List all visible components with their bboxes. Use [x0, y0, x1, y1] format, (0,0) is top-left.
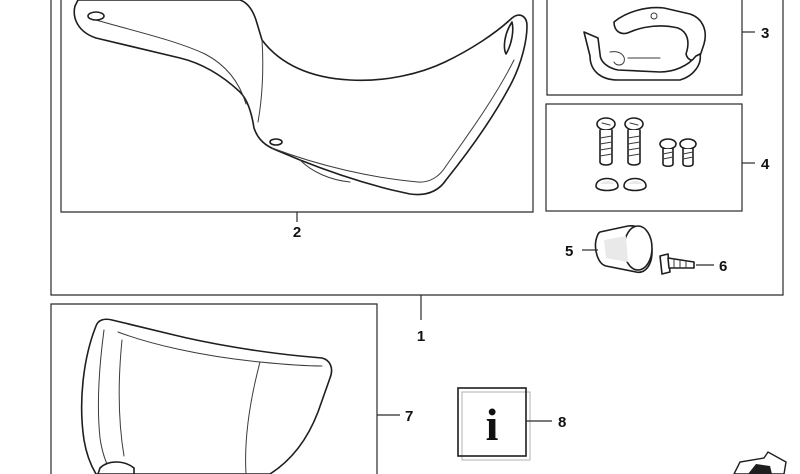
info-glyph: i [486, 399, 499, 450]
screw-set-drawing [595, 117, 697, 192]
screw-box [545, 103, 743, 212]
callout-2: 2 [293, 224, 301, 241]
next-page-arrow-icon [733, 451, 787, 474]
info-symbol-box: i [457, 387, 531, 461]
bracket-box [546, 0, 743, 96]
callout-4: 4 [761, 156, 770, 173]
callout-5: 5 [565, 243, 573, 260]
assembly-frame [50, 0, 784, 296]
deflector-box [50, 303, 378, 474]
callout-1: 1 [417, 328, 425, 345]
callout-8: 8 [558, 414, 566, 431]
callout-6: 6 [719, 258, 727, 275]
callout-3: 3 [761, 25, 769, 42]
countersunk-screw [659, 253, 695, 275]
long-screw-left [596, 117, 616, 166]
short-screw-left [659, 138, 677, 168]
bar-end-weight [594, 225, 653, 274]
cap-right [623, 177, 647, 192]
bracket-drawing [583, 6, 706, 81]
long-screw-right [624, 117, 644, 166]
cap-left [595, 177, 619, 192]
short-screw-right [679, 138, 697, 168]
hand-guard-drawing [73, 0, 528, 196]
deflector-drawing [80, 318, 333, 474]
callout-7: 7 [405, 408, 413, 425]
